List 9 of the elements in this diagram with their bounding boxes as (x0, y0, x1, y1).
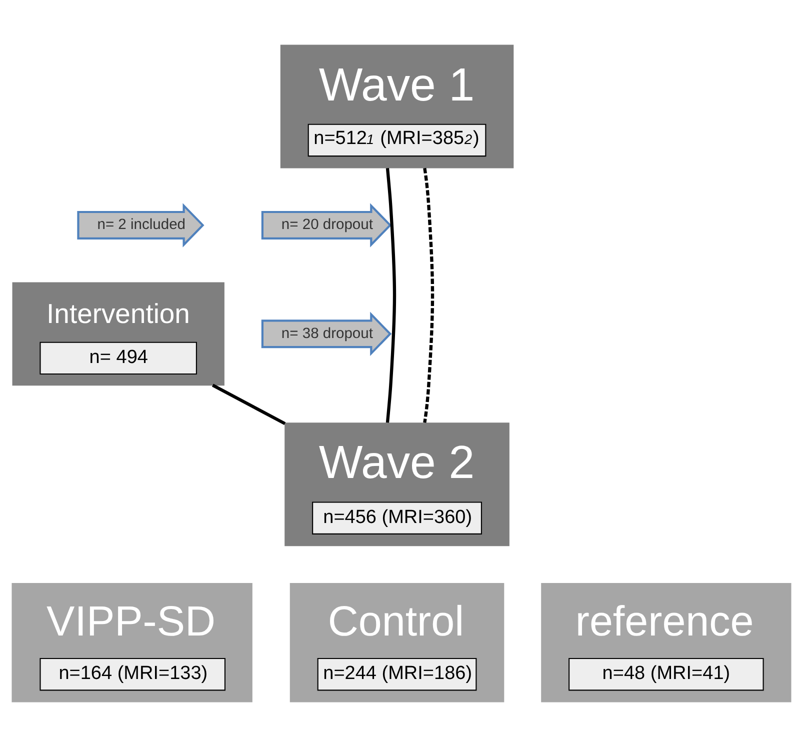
connector (212, 384, 286, 426)
connector (386, 168, 396, 423)
node-box: Wave 1 n=5121 (MRI=3852) (280, 44, 514, 168)
connector (423, 168, 434, 423)
node-box: Wave 2 n=456 (MRI=360) (284, 422, 510, 546)
node-box: Intervention n= 494 (12, 282, 224, 386)
node-box: reference n=48 (MRI=41) (541, 583, 792, 702)
node-box: Control n=244 (MRI=186) (290, 583, 504, 702)
node-box: VIPP-SD n=164 (MRI=133) (12, 583, 252, 702)
